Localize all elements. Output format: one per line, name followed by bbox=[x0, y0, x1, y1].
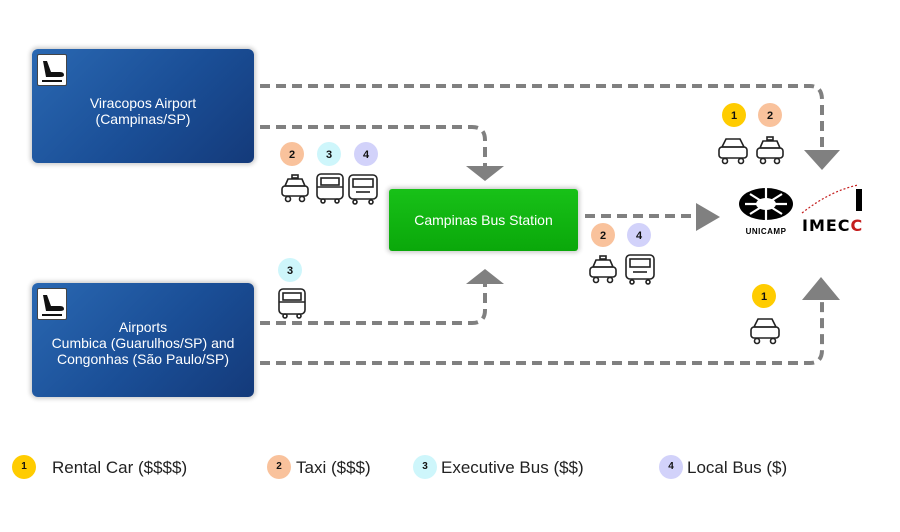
route-badge-number: 3 bbox=[326, 149, 332, 161]
legend-label: Taxi ($$$) bbox=[296, 458, 371, 477]
route-badge-viracopos-to-unicamp bbox=[758, 103, 782, 127]
imecc-logo: IMECC bbox=[800, 183, 864, 237]
route-cumbica-to-unicamp bbox=[260, 300, 824, 365]
route-badge-viracopos-to-bus-station bbox=[354, 142, 378, 166]
airport-icon bbox=[37, 54, 67, 86]
cumbica-congonhas-airports-label: Airports Cumbica (Guarulhos/SP) and Cong… bbox=[51, 319, 235, 367]
route-badge-number: 2 bbox=[289, 149, 295, 161]
local-bus-icon bbox=[348, 174, 378, 205]
route-badge-cumbica-to-unicamp bbox=[752, 284, 776, 308]
route-badge-number: 2 bbox=[767, 110, 773, 122]
route-badge-number: 4 bbox=[363, 149, 370, 161]
arrowhead-down-unicamp bbox=[804, 150, 840, 170]
viracopos-airport-label: Viracopos Airport (Campinas/SP) bbox=[89, 95, 197, 127]
arrowhead-up-bus-station bbox=[466, 269, 504, 284]
unicamp-logo: UNICAMP bbox=[735, 182, 797, 236]
viracopos-airport-node: Viracopos Airport (Campinas/SP) bbox=[32, 49, 254, 163]
legend-badge: 1 bbox=[12, 455, 36, 479]
local-bus-icon bbox=[625, 254, 655, 285]
vehicle-icons bbox=[278, 136, 784, 345]
executive-bus-icon bbox=[278, 288, 306, 319]
route-badges: 1 2 2 3 4 3 2 4 1 bbox=[278, 103, 782, 308]
route-badge-viracopos-to-unicamp bbox=[722, 103, 746, 127]
route-badge-bus-station-to-unicamp bbox=[591, 223, 615, 247]
legend-label: Rental Car ($$$$) bbox=[52, 458, 188, 477]
arrowhead-up-unicamp bbox=[802, 277, 840, 300]
route-badge-cumbica-to-bus-station bbox=[278, 258, 302, 282]
route-badge-bus-station-to-unicamp bbox=[627, 223, 651, 247]
legend-badge: 2 bbox=[267, 455, 291, 479]
car-icon bbox=[750, 318, 780, 345]
car-icon bbox=[718, 138, 748, 165]
airport-icon bbox=[37, 288, 67, 320]
cumbica-congonhas-airports-node: Airports Cumbica (Guarulhos/SP) and Cong… bbox=[32, 283, 254, 397]
legend-label: Local Bus ($) bbox=[687, 458, 788, 477]
route-badge-viracopos-to-bus-station bbox=[317, 142, 341, 166]
unicamp-logo-text: UNICAMP bbox=[745, 227, 787, 236]
route-badge-number: 3 bbox=[287, 265, 293, 277]
route-badge-number: 4 bbox=[636, 230, 643, 242]
imecc-logo-text: IMECC bbox=[802, 216, 864, 235]
legend-label: Executive Bus ($$) bbox=[441, 458, 584, 477]
route-viracopos-to-unicamp bbox=[260, 84, 824, 152]
taxi-icon bbox=[281, 174, 309, 203]
executive-bus-icon bbox=[316, 173, 344, 204]
legend-badge: 4 bbox=[659, 455, 683, 479]
legend-badge: 3 bbox=[413, 455, 437, 479]
route-badge-number: 1 bbox=[761, 291, 767, 303]
arrowhead-right-unicamp bbox=[696, 203, 720, 231]
route-badge-viracopos-to-bus-station bbox=[280, 142, 304, 166]
route-cumbica-to-bus-station bbox=[260, 284, 487, 325]
taxi-icon bbox=[756, 136, 784, 165]
arrowhead-down-bus-station bbox=[466, 166, 504, 181]
route-viracopos-to-bus-station bbox=[260, 125, 487, 168]
taxi-icon bbox=[589, 255, 617, 284]
route-badge-number: 1 bbox=[731, 110, 737, 122]
route-badge-number: 2 bbox=[600, 230, 606, 242]
campinas-bus-station-node: Campinas Bus Station bbox=[389, 189, 578, 251]
